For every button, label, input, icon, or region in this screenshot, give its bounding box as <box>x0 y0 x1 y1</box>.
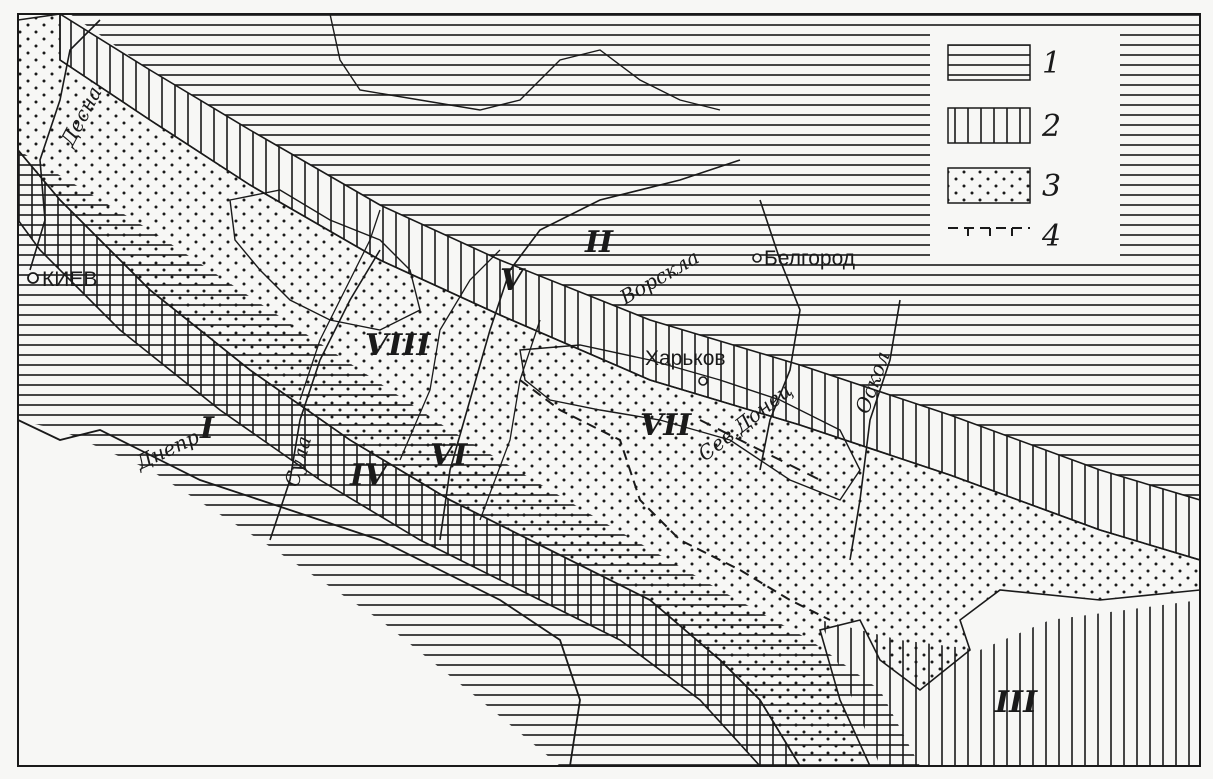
zone-boundary-3 <box>479 319 541 521</box>
zone-label-V: V <box>500 263 526 298</box>
belt-vertical-south <box>18 148 801 766</box>
zone-boundary-1 <box>299 209 381 401</box>
zone-label-IV: IV <box>349 458 390 493</box>
zone-boundary-2 <box>399 249 501 461</box>
inner-dotted-lobe <box>229 189 421 331</box>
city-label-kiev: КИЕВ <box>42 268 97 291</box>
city-marker-kiev <box>27 272 39 284</box>
legend: 1 2 3 4 <box>947 44 1061 254</box>
zone-label-III: III <box>994 685 1038 720</box>
city-label-belgorod: Белгород <box>764 247 855 270</box>
legend-swatch-dotted <box>947 167 1031 204</box>
zone-hatch-vertical-southeast <box>820 600 1200 766</box>
legend-swatch-ticks <box>967 228 1013 236</box>
city-marker-belgorod <box>752 253 762 263</box>
legend-label-4: 4 <box>1041 219 1061 254</box>
legend-label-3: 3 <box>1042 169 1061 204</box>
zone-hatch-horizontal-north <box>70 14 1200 500</box>
zone-label-VII: VII <box>640 408 692 443</box>
legend-swatch-horizontal <box>947 44 1031 81</box>
fault-line-tick-2 <box>699 419 821 481</box>
river-dnepr-path <box>18 419 581 766</box>
kharkov-contour <box>519 344 861 501</box>
zone-label-VIII: VIII <box>365 328 431 363</box>
zone-label-I: I <box>199 411 215 446</box>
fault-line-tick <box>519 379 831 621</box>
river-donets-path <box>759 199 801 471</box>
legend-label-2: 2 <box>1041 109 1061 144</box>
river-vorskla-path <box>439 159 741 541</box>
zone-label-II: II <box>584 225 614 260</box>
river-desna-path <box>29 19 101 271</box>
city-marker-kharkov <box>698 376 708 386</box>
legend-swatch-vertical <box>947 107 1031 144</box>
legend-label-1: 1 <box>1042 46 1061 81</box>
river-oskol-path <box>849 299 901 561</box>
zone-label-VI: VI <box>430 438 468 473</box>
river-north-path <box>329 14 721 111</box>
river-sula-path <box>269 249 381 541</box>
city-label-kharkov: Харьков <box>645 347 726 370</box>
